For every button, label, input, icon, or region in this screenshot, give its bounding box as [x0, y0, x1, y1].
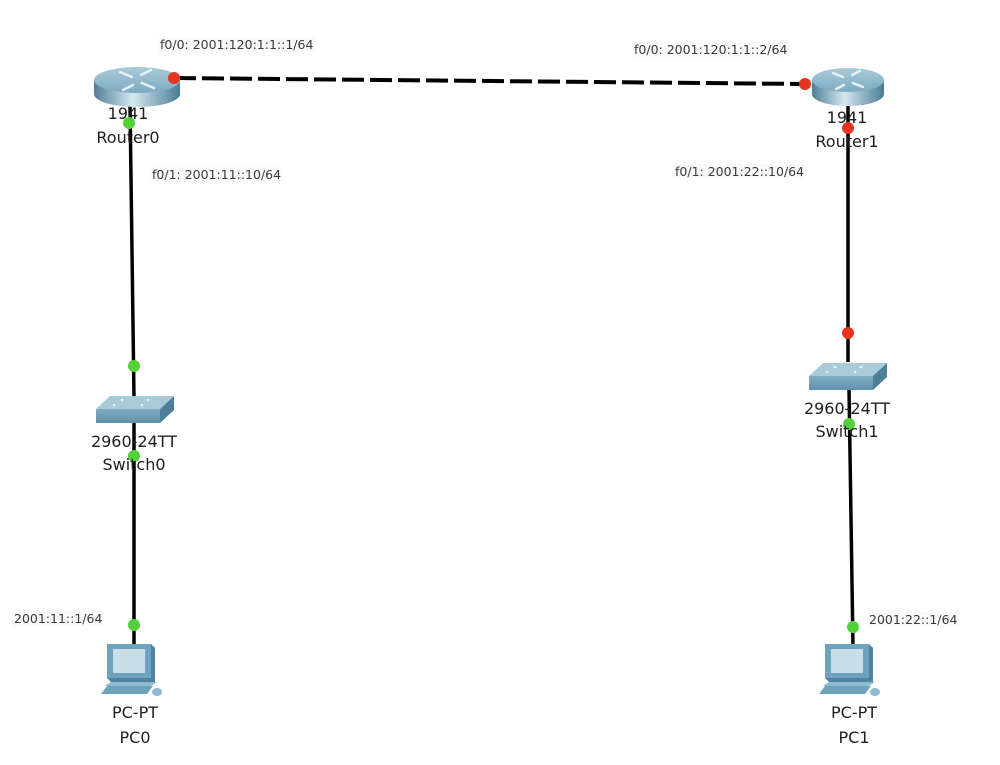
link-router0-switch0[interactable] [128, 103, 136, 399]
link-switch1-pc1[interactable] [847, 387, 855, 649]
pc0-name-label[interactable]: PC0 [119, 728, 151, 747]
port-light-pc1 [847, 621, 859, 633]
port-light-pc0 [128, 619, 140, 631]
pc1-icon[interactable] [819, 644, 880, 696]
pc0-address-label: 2001:11::1/64 [12, 611, 105, 626]
port-light-router1-f00 [799, 78, 811, 90]
router1-icon[interactable] [812, 68, 884, 106]
port-light-switch0-uplink [128, 360, 140, 372]
router0-f00-address-label: f0/0: 2001:120:1:1::1/64 [158, 37, 316, 52]
router1-model-label: 1941 [826, 108, 868, 127]
switch0-name-label[interactable]: Switch0 [102, 455, 166, 474]
switch0-model-label: 2960-24TT [90, 432, 178, 451]
port-light-switch1-pc [843, 418, 855, 430]
link-router0-router1[interactable] [173, 76, 806, 86]
port-light-switch0-pc [128, 450, 140, 462]
pc1-name-label[interactable]: PC1 [838, 728, 870, 747]
router0-model-label: 1941 [107, 104, 149, 123]
pc1-model-label: PC-PT [830, 703, 877, 722]
router0-icon[interactable] [94, 67, 180, 107]
port-light-router1-f01 [842, 122, 854, 134]
switch1-model-label: 2960-24TT [803, 399, 891, 418]
port-light-router0-f01 [123, 117, 135, 129]
switch0-icon[interactable] [96, 396, 174, 423]
port-light-switch1-uplink [842, 327, 854, 339]
switch1-icon[interactable] [809, 363, 887, 390]
switch1-name-label[interactable]: Switch1 [815, 422, 879, 441]
port-light-router0-f00 [168, 72, 180, 84]
router1-f00-address-label: f0/0: 2001:120:1:1::2/64 [632, 42, 790, 57]
router1-name-label[interactable]: Router1 [815, 132, 879, 151]
pc1-address-label: 2001:22::1/64 [867, 612, 960, 627]
router0-name-label[interactable]: Router0 [96, 128, 160, 147]
pc0-model-label: PC-PT [111, 703, 158, 722]
router1-f01-address-label: f0/1: 2001:22::10/64 [673, 164, 807, 179]
router0-f01-address-label: f0/1: 2001:11::10/64 [150, 167, 284, 182]
pc0-icon[interactable] [101, 644, 162, 696]
